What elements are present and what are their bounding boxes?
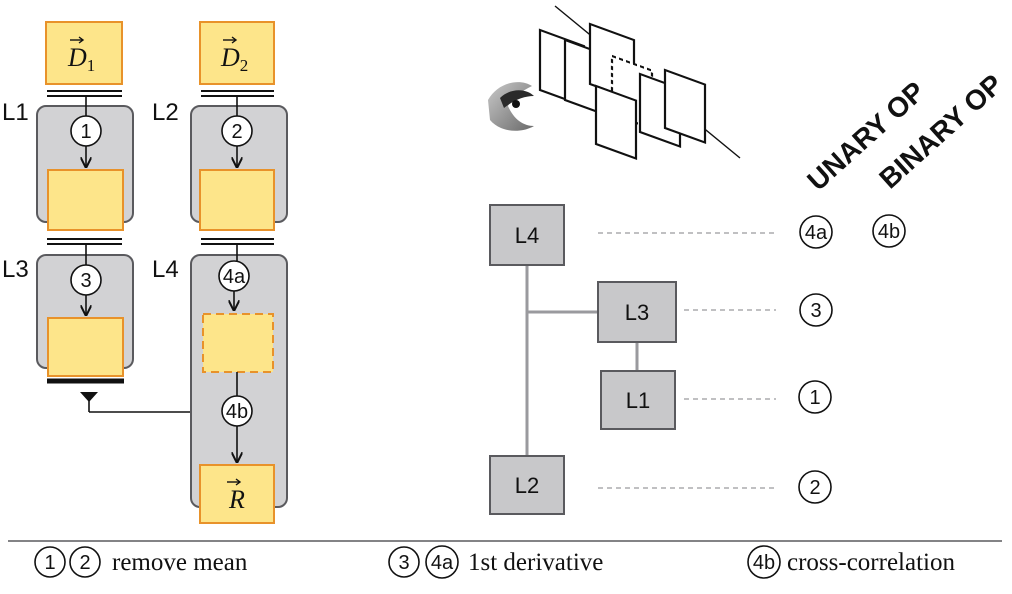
legend-badge-4a: 4a [431, 552, 454, 574]
result-r-letter: R [228, 485, 245, 514]
row-l2-unary-badge: 2 [809, 477, 820, 499]
input-d2-letter: D [220, 43, 240, 72]
layer-l4-label: L4 [152, 256, 179, 283]
tree-connectors [525, 264, 639, 456]
row-l3-ops: 3 [799, 293, 833, 327]
l4-input-port [201, 238, 274, 245]
legend-1st-derivative: 3 4a 1st derivative [388, 545, 603, 579]
node-l3-label: L3 [625, 300, 649, 325]
input-d1-box: D1 [45, 21, 123, 85]
node-l2: L2 [489, 455, 565, 515]
layer-l2: 2 [190, 96, 288, 231]
layer-l4: 4a 4b [190, 244, 288, 508]
layer-l2-label: L2 [152, 99, 179, 126]
row-l3-unary-badge: 3 [810, 300, 821, 322]
right-hierarchy: UNARY OP BINARY OP L4 L3 L1 L2 [488, 5, 1008, 515]
legend-badge-1: 1 [44, 552, 55, 574]
node-l1-label: L1 [626, 388, 650, 413]
left-pipeline: D1 D2 1 L1 [2, 21, 288, 524]
layer-l3: 3 [36, 244, 134, 377]
layer-l1-label: L1 [2, 99, 29, 126]
legend-cross-correlation: 4b cross-correlation [747, 545, 955, 579]
stacked-frames-icon [538, 5, 741, 161]
input-d1-subscript: 1 [87, 56, 96, 75]
row-l2-ops: 2 [798, 470, 832, 504]
legend-1st-derivative-text: 1st derivative [468, 549, 603, 576]
layer-l1: 1 [36, 96, 134, 231]
node-l2-label: L2 [515, 473, 539, 498]
legend-cross-correlation-text: cross-correlation [787, 549, 955, 576]
legend: 1 2 remove mean 3 4a 1st derivative 4b c… [8, 540, 1002, 579]
op-4b-badge: 4b [226, 401, 248, 423]
eye-icon [488, 82, 534, 131]
op-2-badge: 2 [231, 121, 242, 143]
layer-l3-label: L3 [2, 256, 29, 283]
input-d2-subscript: 2 [240, 56, 249, 75]
row-l1-unary-badge: 1 [809, 387, 820, 409]
legend-remove-mean-text: remove mean [112, 549, 248, 576]
node-l1: L1 [600, 370, 676, 430]
leader-lines [598, 232, 776, 489]
input-d1-letter: D [67, 43, 87, 72]
result-r-box: R [199, 464, 275, 524]
legend-badge-4b: 4b [753, 552, 775, 574]
l3-input-port [47, 238, 122, 245]
op-4a-badge: 4a [223, 266, 246, 288]
row-l4-ops: 4a 4b [799, 214, 906, 249]
op-1-badge: 1 [80, 121, 91, 143]
input-d2-box: D2 [199, 21, 275, 85]
legend-remove-mean: 1 2 remove mean [34, 546, 248, 578]
l2-input-port [201, 90, 274, 97]
l1-input-port [47, 90, 122, 97]
row-l4-binary-badge: 4b [878, 221, 900, 243]
legend-badge-2: 2 [79, 552, 90, 574]
legend-badge-3: 3 [398, 552, 409, 574]
svg-text:D2: D2 [220, 43, 248, 75]
node-l3: L3 [597, 281, 677, 343]
node-l4: L4 [489, 204, 565, 266]
op-3-badge: 3 [80, 270, 91, 292]
row-l1-ops: 1 [798, 380, 832, 414]
node-l4-label: L4 [515, 223, 539, 248]
row-l4-unary-badge: 4a [805, 222, 828, 244]
svg-text:D1: D1 [67, 43, 95, 75]
